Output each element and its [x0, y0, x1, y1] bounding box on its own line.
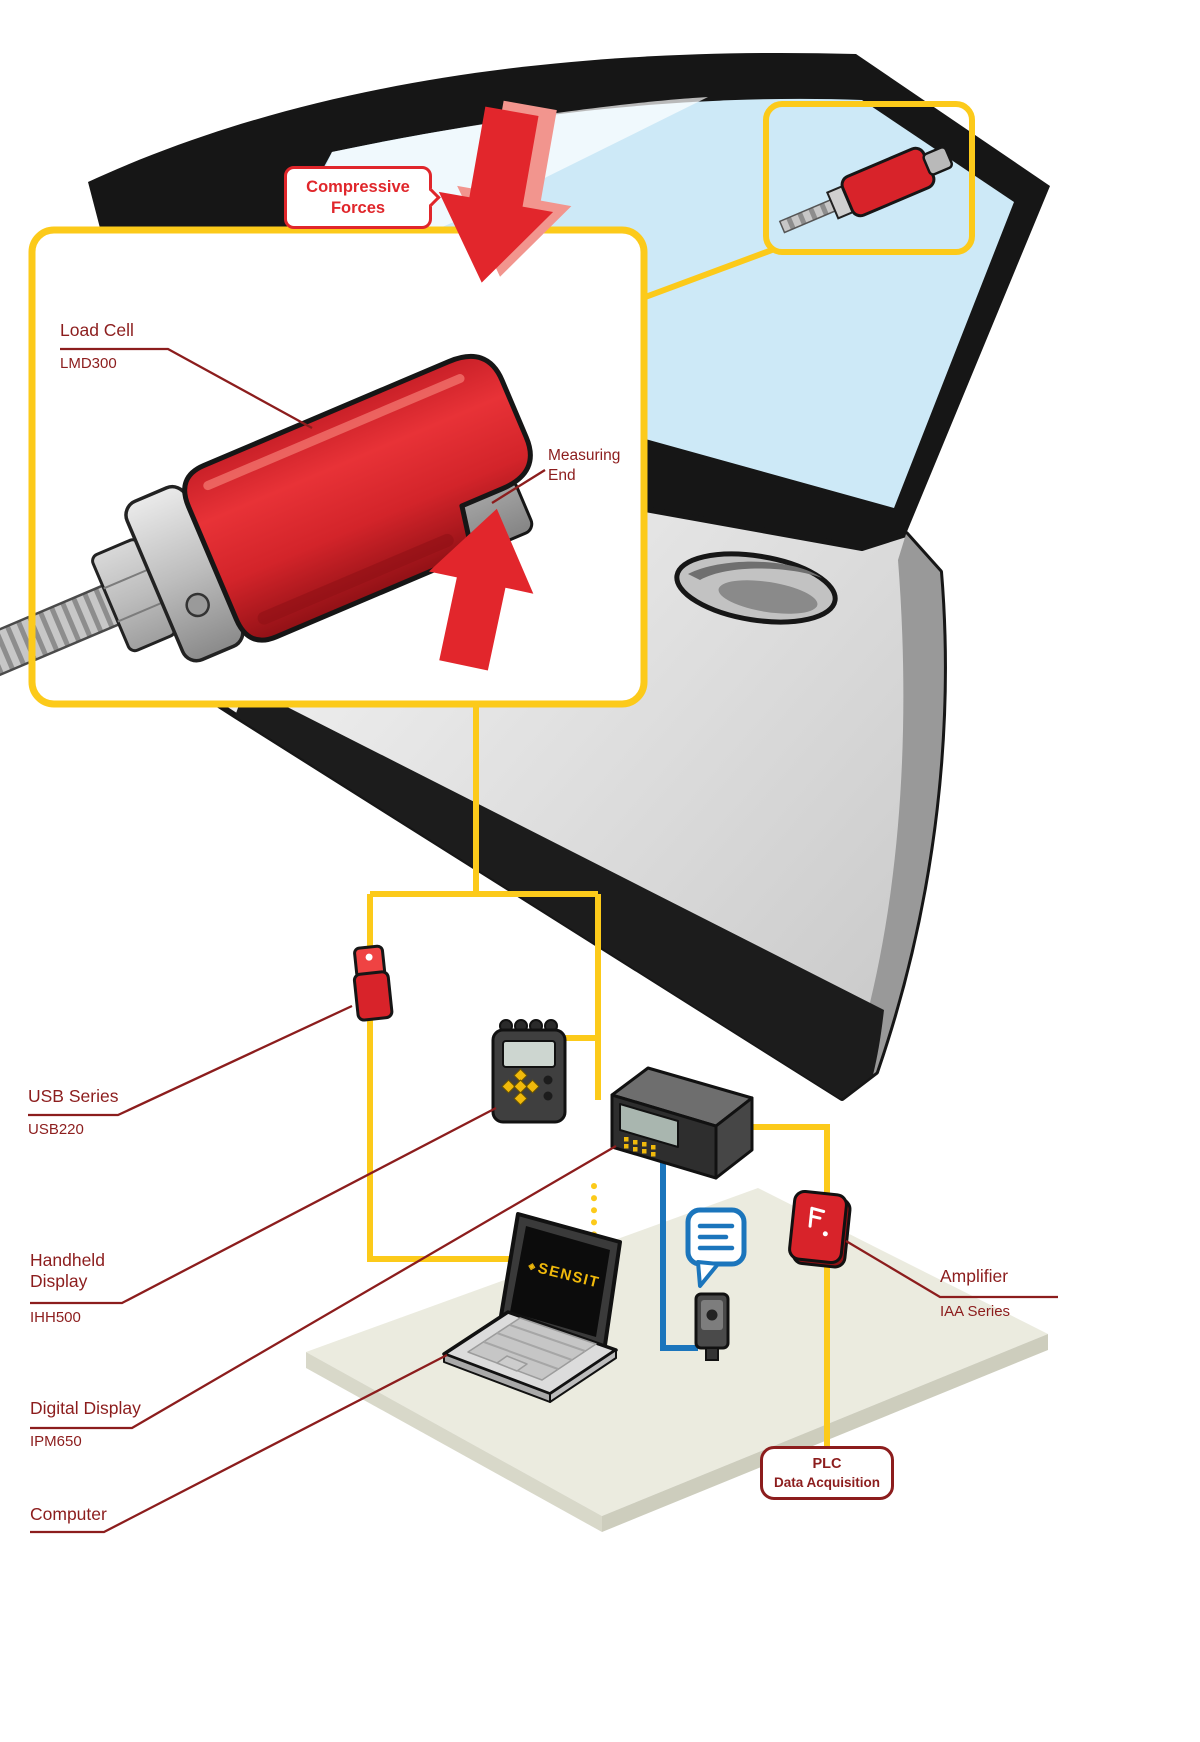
usb-label: USB Series USB220: [28, 1086, 118, 1138]
sensit-logo-icon: ◈: [527, 1260, 537, 1272]
connection-lines: [367, 704, 830, 1449]
display-buttons: [624, 1137, 656, 1157]
leader-lines: [28, 347, 1058, 1534]
handheld-keypad: [501, 1068, 540, 1106]
digital-display-model: IPM650: [30, 1433, 82, 1451]
compressive-forces-text: Compressive Forces: [306, 178, 410, 217]
leader-amplifier: [845, 1240, 1058, 1299]
load-cell-model: LMD300: [60, 355, 117, 373]
laptop-device: [442, 1212, 622, 1403]
computer-title: Computer: [30, 1504, 107, 1524]
window-sensor-callout: [638, 101, 975, 302]
body-shade: [257, 533, 454, 625]
handheld-model: IHH500: [30, 1308, 81, 1326]
leader-digital: [30, 1145, 617, 1430]
leader-load-cell: [60, 347, 313, 430]
measuring-end-label: Measuring End: [548, 447, 621, 484]
amplifier-glyph: [808, 1206, 826, 1228]
chat-bubble-tail: [696, 1260, 720, 1288]
up-arrow-icon: [428, 508, 534, 671]
digital-display-label: Digital Display IPM650: [30, 1398, 141, 1450]
leader-usb: [28, 1004, 353, 1117]
leader-measuring-end: [491, 469, 546, 504]
load-cell-callout: [0, 100, 648, 708]
laptop-trackpad: [496, 1355, 528, 1372]
handheld-title: Handheld Display: [30, 1250, 105, 1292]
usb-title: USB Series: [28, 1086, 119, 1106]
set-screw: [185, 592, 210, 618]
load-cell-label: Load Cell LMD300: [60, 320, 134, 372]
line-amplifier-plc: [740, 1124, 830, 1449]
digital-display-device: [610, 1066, 754, 1180]
down-arrow-icon: [438, 100, 572, 283]
photo-sensor-device: [694, 1292, 730, 1361]
handheld-device: [491, 1019, 567, 1124]
leader-handheld: [30, 1106, 497, 1305]
load-cell-body: [182, 353, 533, 643]
amplifier-title: Amplifier: [940, 1266, 1009, 1286]
callout-connector-line: [638, 247, 774, 302]
window-callout-frame: [763, 101, 975, 255]
amplifier-device: [788, 1189, 852, 1269]
body-highlight: [203, 374, 465, 491]
plc-line1: PLC: [812, 1456, 842, 1472]
door-edge-shade: [842, 534, 944, 1098]
callout-frame: [28, 226, 648, 708]
window-gap-sensor: [778, 146, 954, 234]
amplifier-label: Amplifier IAA Series: [940, 1266, 1010, 1320]
computer-label: Computer: [30, 1504, 107, 1525]
usb-model: USB220: [28, 1121, 84, 1139]
plc-line2: Data Acquisition: [773, 1474, 880, 1490]
handheld-screen: [502, 1040, 556, 1068]
amplifier-model: IAA Series: [940, 1303, 1011, 1321]
line-usb-to-laptop: [367, 894, 510, 1262]
blue-cable: [660, 1160, 698, 1351]
laptop-screen-display: [510, 1226, 610, 1337]
handheld-label: Handheld Display IHH500: [30, 1250, 148, 1326]
platform: [306, 1188, 1048, 1532]
display-screen: [619, 1103, 679, 1148]
digital-display-title: Digital Display: [30, 1398, 141, 1418]
plc-data-acquisition-callout: PLC Data Acquisition: [760, 1446, 894, 1501]
compressive-forces-callout: Compressive Forces: [284, 166, 441, 230]
usb-device: [352, 944, 394, 1022]
door-handle: [674, 551, 838, 625]
load-cell-title: Load Cell: [60, 320, 134, 340]
chat-bubble-icon: [685, 1207, 747, 1288]
leader-computer: [30, 1353, 448, 1534]
